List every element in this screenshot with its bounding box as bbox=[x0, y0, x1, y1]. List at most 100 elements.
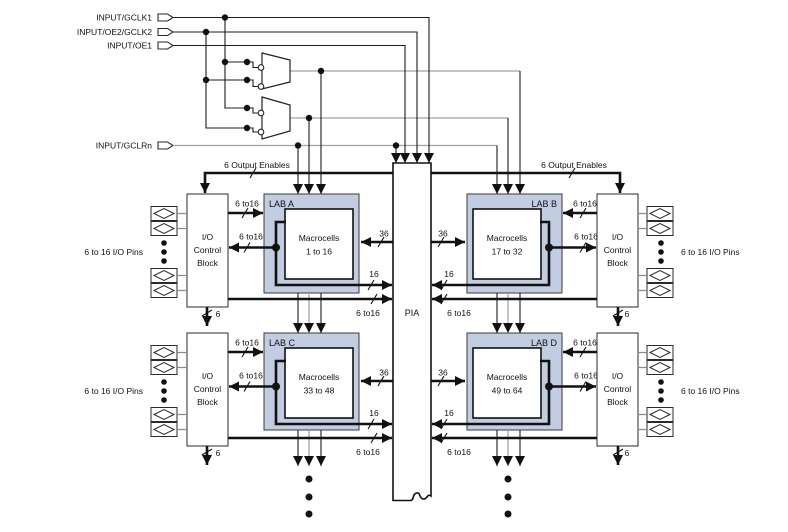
io-block-label: Block bbox=[607, 258, 629, 268]
bus-16-label: 16 bbox=[369, 408, 379, 418]
lab-d-label: LAB D bbox=[531, 338, 558, 348]
output-enables-label-left: 6 Output Enables bbox=[224, 160, 290, 170]
mux-input-bubble-icon bbox=[257, 109, 265, 117]
global-oe-muxes bbox=[257, 52, 291, 140]
input-gclrn-label: INPUT/GCLRn bbox=[96, 141, 152, 151]
wires-thick bbox=[200, 171, 625, 465]
labels: INPUT/GCLK1 INPUT/OE2/GCLK2 INPUT/OE1 IN… bbox=[77, 13, 740, 459]
input-pin-icon bbox=[157, 41, 174, 50]
lab-b-to-pia-bus bbox=[432, 220, 551, 290]
bus-36-label: 36 bbox=[379, 229, 389, 239]
macrocells-a-line1: Macrocells bbox=[299, 233, 340, 243]
bus-6to16-label: 6 to16 bbox=[574, 371, 598, 381]
bus-6to16-label: 6 to16 bbox=[447, 308, 471, 318]
bus-6-label: 6 bbox=[216, 448, 221, 458]
io-block-label: I/O bbox=[612, 371, 624, 381]
io-control-block-bottom-right bbox=[596, 332, 639, 447]
oe2-gclk2-wire bbox=[173, 31, 422, 163]
lab-b-label: LAB B bbox=[531, 199, 557, 209]
bus-6-label: 6 bbox=[625, 309, 630, 319]
oe1-wire bbox=[173, 44, 410, 163]
lab-c-label: LAB C bbox=[269, 338, 296, 348]
pin-connector-lines bbox=[177, 212, 647, 431]
input-pin-icon bbox=[157, 13, 174, 22]
bus-6to16-label: 6 to16 bbox=[447, 447, 471, 457]
mux-feed-wire bbox=[224, 17, 258, 114]
io-block-label: I/O bbox=[202, 371, 214, 381]
pia-label: PIA bbox=[405, 308, 420, 318]
bus-width-slashes bbox=[201, 167, 624, 456]
io-block-label: Block bbox=[197, 397, 219, 407]
output-enables-bus-left bbox=[200, 171, 393, 193]
macrocells-d-line2: 49 to 64 bbox=[492, 386, 523, 396]
input-pin-tags bbox=[157, 13, 174, 150]
io-block-label: Control bbox=[194, 384, 222, 394]
io-control-block-top-right bbox=[596, 193, 639, 308]
lab-c-to-pia-bus bbox=[274, 359, 392, 429]
pia-block bbox=[392, 162, 432, 502]
bus-6to16-label: 6 to16 bbox=[235, 199, 259, 209]
io-pin-symbols bbox=[150, 206, 674, 437]
io-block-label: Control bbox=[604, 384, 632, 394]
io-pins-label-tl: 6 to 16 I/O Pins bbox=[84, 247, 143, 257]
macrocells-d-line1: Macrocells bbox=[487, 372, 528, 382]
io-block-label: I/O bbox=[202, 232, 214, 242]
macrocells-c-line1: Macrocells bbox=[299, 372, 340, 382]
macrocells-b-box bbox=[472, 208, 542, 280]
output-enables-bus-right bbox=[431, 171, 625, 193]
gclk1-wire bbox=[173, 16, 434, 163]
io-block-label: Control bbox=[604, 245, 632, 255]
bus-6-label: 6 bbox=[625, 448, 630, 458]
mux1-symbol bbox=[261, 52, 291, 90]
bus-6to16-label: 6 to16 bbox=[235, 338, 259, 348]
wires-thin bbox=[173, 16, 525, 466]
lab-a-to-pia-bus bbox=[274, 220, 392, 290]
bus-36-label: 36 bbox=[438, 229, 448, 239]
bus-6to16-label: 6 to16 bbox=[239, 232, 263, 242]
io-pins-label-bl: 6 to 16 I/O Pins bbox=[84, 386, 143, 396]
macrocells-a-line2: 1 to 16 bbox=[306, 247, 332, 257]
macrocells-b-line2: 17 to 32 bbox=[492, 247, 523, 257]
macrocells-c-box bbox=[284, 347, 354, 419]
input-oe1-label: INPUT/OE1 bbox=[107, 41, 152, 51]
mux-feed-wire bbox=[205, 32, 258, 133]
bus-6-label: 6 bbox=[216, 309, 221, 319]
io-block-label: Block bbox=[607, 397, 629, 407]
macrocells-c-line2: 33 to 48 bbox=[304, 386, 335, 396]
bus-16-label: 16 bbox=[444, 269, 454, 279]
ellipsis-dots bbox=[161, 240, 664, 518]
mux-feed-wire bbox=[206, 79, 258, 88]
bus-16-label: 16 bbox=[369, 269, 379, 279]
input-pin-icon bbox=[157, 27, 174, 37]
lab-a-label: LAB A bbox=[269, 199, 294, 209]
mux-input-bubble-icon bbox=[257, 83, 265, 90]
io-block-label: I/O bbox=[612, 232, 624, 242]
bus-36-label: 36 bbox=[438, 368, 448, 378]
bus-36-label: 36 bbox=[379, 368, 389, 378]
io-block-label: Block bbox=[197, 258, 219, 268]
io-block-label: Control bbox=[194, 245, 222, 255]
lab-blocks bbox=[263, 193, 563, 431]
io-pins-label-tr: 6 to 16 I/O Pins bbox=[681, 247, 740, 257]
macrocells-b-line1: Macrocells bbox=[487, 233, 528, 243]
macrocells-d-box bbox=[472, 347, 542, 419]
bus-6to16-label: 6 to16 bbox=[356, 447, 380, 457]
junction-dots bbox=[202, 14, 553, 391]
mux2-symbol bbox=[261, 96, 291, 140]
input-gclk1-label: INPUT/GCLK1 bbox=[96, 13, 152, 23]
bus-6to16-label: 6 to16 bbox=[356, 308, 380, 318]
mux-feed-wire bbox=[225, 61, 258, 69]
mux-input-bubble-icon bbox=[257, 128, 265, 136]
input-pin-icon bbox=[157, 141, 174, 150]
mux-input-bubble-icon bbox=[257, 64, 265, 71]
io-control-block-bottom-left bbox=[186, 332, 229, 447]
output-enables-label-right: 6 Output Enables bbox=[541, 160, 607, 170]
bus-16-label: 16 bbox=[444, 408, 454, 418]
bus-6to16-label: 6 to16 bbox=[573, 338, 597, 348]
macrocells-a-box bbox=[284, 208, 354, 280]
io-pins-label-br: 6 to 16 I/O Pins bbox=[681, 386, 740, 396]
bus-6to16-label: 6 to16 bbox=[573, 199, 597, 209]
bus-6to16-label: 6 to16 bbox=[239, 371, 263, 381]
